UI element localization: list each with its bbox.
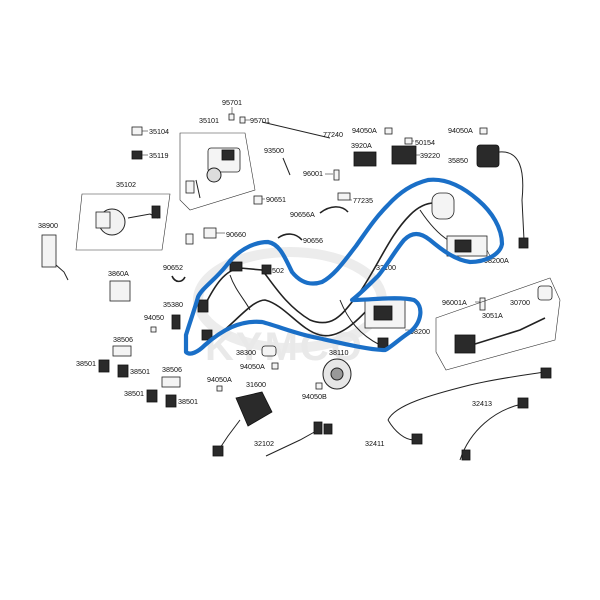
part-35104: 35104 bbox=[131, 126, 169, 136]
label-38900: 38900 bbox=[38, 221, 58, 230]
label-77240: 77240 bbox=[323, 130, 343, 139]
part-35850: 35850 bbox=[448, 144, 529, 249]
label-38300: 38300 bbox=[236, 348, 256, 357]
label-94050: 94050 bbox=[144, 313, 164, 322]
harness-highlight-outline bbox=[183, 177, 505, 356]
part-39220: 39220 bbox=[391, 145, 440, 165]
part-93500: 93500 bbox=[264, 146, 291, 176]
part-38501-a: 38501 bbox=[76, 359, 110, 373]
label-38506-b: 38506 bbox=[162, 365, 182, 374]
part-38506-a: 38506 bbox=[112, 335, 133, 357]
label-38501-c: 38501 bbox=[124, 389, 144, 398]
part-96001: 96001 bbox=[303, 169, 340, 181]
label-38501-a: 38501 bbox=[76, 359, 96, 368]
part-94050a-top: 94050A bbox=[352, 126, 393, 135]
connector-box-98200a: 98200A bbox=[446, 235, 509, 265]
label-35850: 35850 bbox=[448, 156, 468, 165]
label-35101: 35101 bbox=[199, 116, 219, 125]
label-96001: 96001 bbox=[303, 169, 323, 178]
part-90656a: 90656A bbox=[290, 206, 349, 219]
label-90652: 90652 bbox=[163, 263, 183, 272]
label-77235: 77235 bbox=[353, 196, 373, 205]
label-35380: 35380 bbox=[163, 300, 183, 309]
part-90660: 90660 bbox=[185, 227, 246, 245]
label-98200: 98200 bbox=[410, 327, 430, 336]
label-3920a: 3920A bbox=[351, 141, 372, 150]
part-90651: 90651 bbox=[253, 195, 286, 205]
label-50154: 50154 bbox=[415, 138, 435, 147]
part-3051a-ignition-coil: 3051A bbox=[435, 277, 561, 371]
part-95701-a: 95701 bbox=[222, 98, 242, 121]
label-38110: 38110 bbox=[329, 348, 348, 357]
label-502: 502 bbox=[272, 266, 284, 275]
part-35119: 35119 bbox=[131, 150, 168, 160]
label-96001a: 96001A bbox=[442, 298, 467, 307]
part-38506-b: 38506 bbox=[161, 365, 182, 388]
part-38501-d: 38501 bbox=[165, 394, 198, 408]
label-31600: 31600 bbox=[246, 380, 266, 389]
part-32102: 32102 bbox=[254, 421, 333, 457]
label-95701-b: 95701 bbox=[250, 116, 270, 125]
label-94050a-top-right: 94050A bbox=[448, 126, 473, 135]
label-35102: 35102 bbox=[116, 180, 136, 189]
label-32413: 32413 bbox=[472, 399, 492, 408]
label-3860a: 3860A bbox=[108, 269, 129, 278]
part-94050b: 94050B bbox=[302, 382, 327, 401]
part-38110-horn: 38110 bbox=[322, 348, 352, 390]
label-93500: 93500 bbox=[264, 146, 284, 155]
part-35101-ignition-set: 35101 bbox=[179, 116, 256, 211]
label-30700: 30700 bbox=[510, 298, 530, 307]
label-90660: 90660 bbox=[226, 230, 246, 239]
label-90656a: 90656A bbox=[290, 210, 315, 219]
part-31600-regulator: 31600 bbox=[212, 380, 273, 457]
part-95701-b: 95701 bbox=[239, 116, 270, 125]
label-32102: 32102 bbox=[254, 439, 274, 448]
part-90652: 90652 bbox=[163, 263, 186, 283]
label-38501-d: 38501 bbox=[178, 397, 198, 406]
part-3860a: 3860A bbox=[108, 269, 131, 302]
label-3051a: 3051A bbox=[482, 311, 503, 320]
part-96001a: 96001A bbox=[442, 297, 486, 311]
part-94050a-top-right: 94050A bbox=[448, 126, 488, 135]
part-502: 502 bbox=[261, 264, 284, 275]
label-94050a-mid: 94050A bbox=[240, 362, 265, 371]
label-94050a-low: 94050A bbox=[207, 375, 232, 384]
part-94050a-mid: 94050A bbox=[240, 362, 279, 371]
label-35104: 35104 bbox=[149, 127, 169, 136]
part-38300: 38300 bbox=[236, 345, 277, 357]
label-90651: 90651 bbox=[266, 195, 286, 204]
label-95701-a: 95701 bbox=[222, 98, 242, 107]
label-94050b: 94050B bbox=[302, 392, 327, 401]
part-35102-switch-set: 35102 bbox=[75, 180, 171, 251]
part-35380: 35380 bbox=[163, 300, 183, 330]
label-94050a-top: 94050A bbox=[352, 126, 377, 135]
label-38506-a: 38506 bbox=[113, 335, 133, 344]
part-94050: 94050 bbox=[144, 313, 164, 333]
label-98200a: 98200A bbox=[484, 256, 509, 265]
part-32411-cable: 32411 bbox=[365, 367, 552, 448]
part-38501-c: 38501 bbox=[124, 389, 158, 403]
part-94050a-low: 94050A bbox=[207, 375, 232, 392]
connector-box-98200: 98200 bbox=[364, 299, 430, 336]
part-32413-cable: 32413 bbox=[459, 397, 529, 461]
label-35119: 35119 bbox=[149, 151, 168, 160]
label-90656: 90656 bbox=[303, 236, 323, 245]
label-39220: 39220 bbox=[420, 151, 440, 160]
part-30700: 30700 bbox=[510, 285, 553, 307]
part-77240-cable: 77240 bbox=[261, 121, 343, 139]
part-50154: 50154 bbox=[404, 137, 435, 147]
part-77235: 77235 bbox=[337, 192, 373, 205]
part-90656: 90656 bbox=[277, 233, 323, 245]
main-wire-harness bbox=[197, 192, 455, 349]
part-3920a: 3920A bbox=[351, 141, 377, 167]
label-38501-b: 38501 bbox=[130, 367, 150, 376]
label-32411: 32411 bbox=[365, 439, 384, 448]
part-38501-b: 38501 bbox=[117, 364, 150, 378]
part-38900: 38900 bbox=[38, 221, 69, 281]
